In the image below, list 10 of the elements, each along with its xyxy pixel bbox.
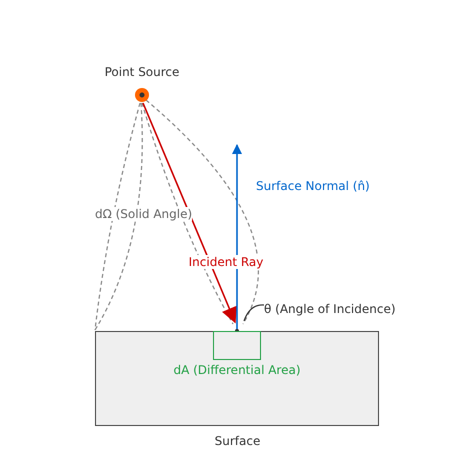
edge-label: Surface Normal (n̂) [256,179,370,193]
leader-line [243,304,264,322]
node-label: dA (Differential Area) [172,363,302,377]
arrow [232,144,242,331]
edge-label: Incident Ray [188,255,264,269]
node-label: Point Source [104,65,180,79]
dashed-line [146,100,259,324]
angle-label: dΩ (Solid Angle) [95,207,192,221]
annotation: θ (Angle of Incidence) [264,302,396,316]
node-label: Surface [214,434,262,448]
